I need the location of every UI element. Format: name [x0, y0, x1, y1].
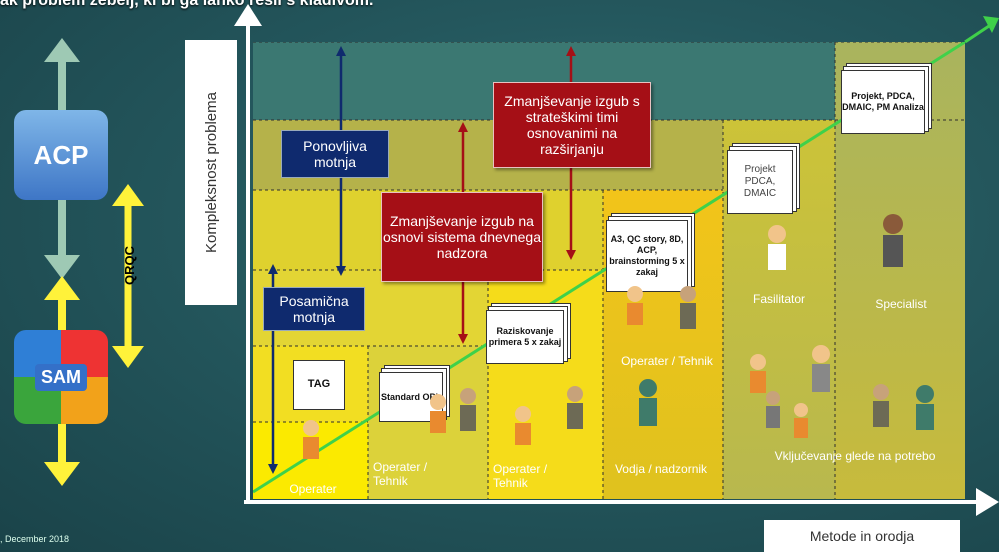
plot-area: Ponovljiva motnja Posamična motnja Zmanj… [253, 42, 965, 499]
doc-projekt-2: Projekt, PDCA, DMAIC, PM Analiza [841, 70, 925, 134]
doc-a3: A3, QC story, 8D, ACP, brainstorming 5 x… [606, 220, 688, 292]
doc-projekt-1: Projekt PDCA, DMAIC [727, 150, 793, 214]
red-box-strategic: Zmanjševanje izgub s strateškimi timi os… [493, 82, 651, 168]
acp-logo: ACP [14, 110, 108, 200]
figures [303, 214, 934, 459]
label-operater-tehnik-3: Operater / Tehnik [621, 354, 713, 368]
sam-logo-text: SAM [35, 363, 87, 391]
label-operater-tehnik-1: Operater / Tehnik [373, 460, 428, 489]
footer-date: , December 2018 [0, 534, 70, 544]
label-operater: Operater [289, 482, 337, 496]
label-fasilitator: Fasilitator [752, 292, 805, 306]
posamicna-motnja-box: Posamična motnja [263, 287, 365, 331]
label-vodja: Vodja / nadzornik [614, 462, 708, 476]
label-specialist: Specialist [875, 297, 927, 311]
label-operater-tehnik-2: Operater / Tehnik [493, 462, 548, 491]
label-vkljucevanje: Vključevanje glede na potrebo [774, 449, 936, 463]
red-box-daily: Zmanjševanje izgub na osnovi sistema dne… [381, 192, 543, 282]
y-axis-label-box [185, 40, 237, 305]
x-axis-label: Metode in orodja [764, 520, 960, 552]
sam-logo: SAM [14, 330, 108, 424]
doc-raziskovanje: Raziskovanje primera 5 x zakaj [486, 310, 564, 364]
ponovljiva-motnja-box: Ponovljiva motnja [281, 130, 389, 178]
doc-tag: TAG [293, 360, 345, 410]
page-heading: ak problem zebelj, ki bi ga lahko rešil … [0, 0, 374, 9]
